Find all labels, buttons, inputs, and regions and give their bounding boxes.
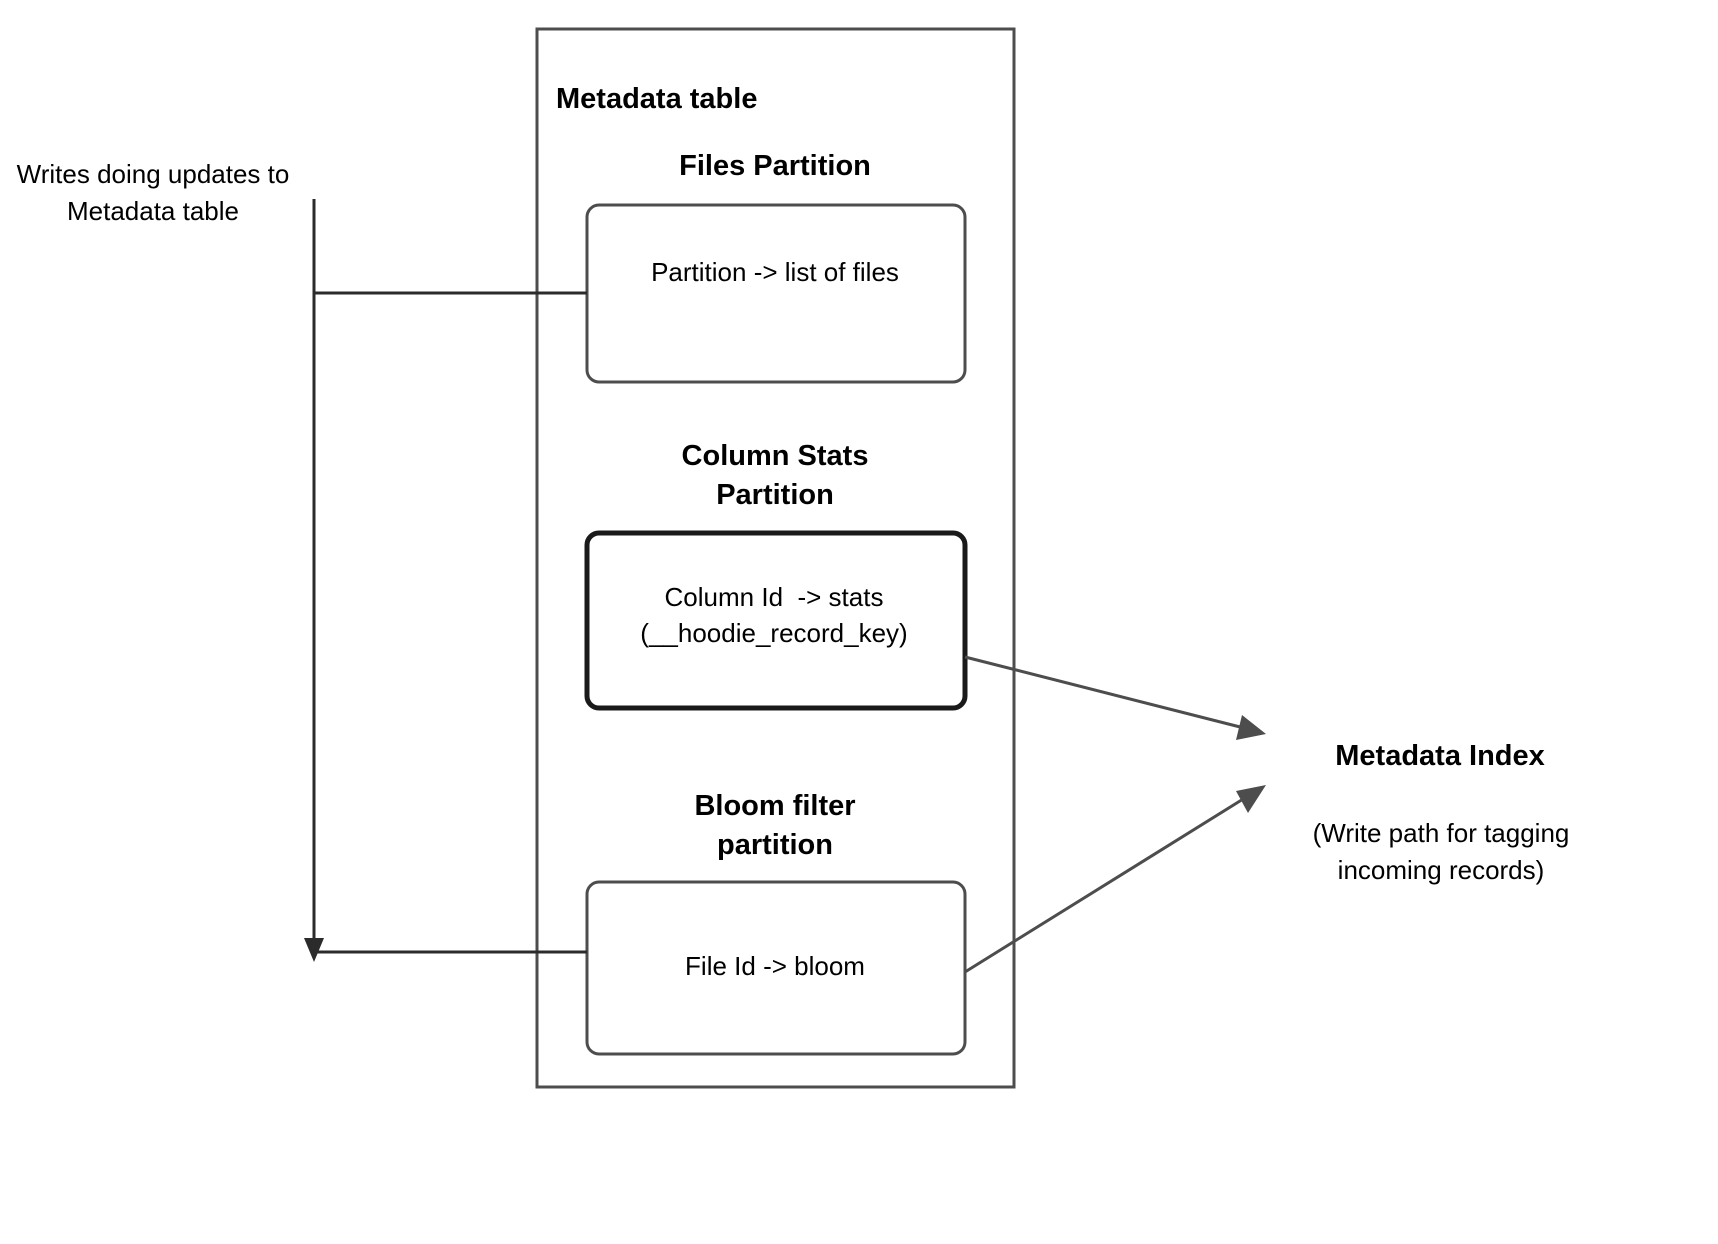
- files-partition-title: Files Partition: [679, 150, 871, 182]
- writes-trunk-arrowhead-icon: [304, 938, 324, 962]
- column-stats-partition-title: Column Stats Partition: [681, 440, 869, 511]
- bloom-to-metadata-index-line: [964, 794, 1249, 974]
- files-partition-box-label: Partition -> list of files: [651, 257, 899, 287]
- metadata-index-title: Metadata Index: [1335, 740, 1545, 772]
- metadata-index-note: (Write path for tagging incoming records…: [1312, 818, 1577, 886]
- bloom-to-metadata-index-arrowhead-icon: [1236, 785, 1266, 813]
- files-partition-box[interactable]: [585, 203, 967, 384]
- column-stats-to-metadata-index-line: [964, 655, 1249, 731]
- bloom-filter-partition-title: Bloom filter partition: [694, 790, 856, 861]
- column-stats-box-label: Column Id -> stats (__hoodie_record_key): [640, 582, 908, 648]
- bloom-filter-box-label: File Id -> bloom: [685, 951, 865, 981]
- metadata-table-title: Metadata table: [556, 83, 758, 115]
- column-stats-to-metadata-index-arrowhead-icon: [1236, 715, 1266, 740]
- metadata-table-container[interactable]: [535, 27, 1016, 1089]
- writes-doing-updates-label: Writes doing updates to Metadata table: [16, 159, 297, 227]
